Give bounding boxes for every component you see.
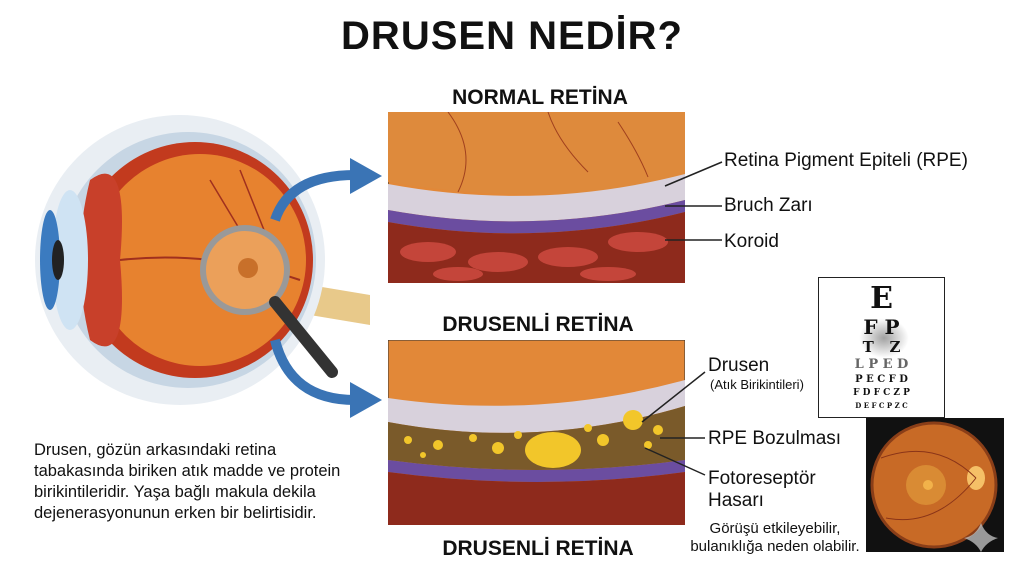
drusen-retina-heading-bottom: DRUSENLİ RETİNA <box>442 537 634 560</box>
eye-chart-row: F D F C Z P <box>853 388 910 398</box>
eye-chart-row: L P E D <box>854 357 909 372</box>
drusen-retina-heading: DRUSENLİ RETİNA <box>442 313 634 336</box>
normal-retina-panel <box>388 112 685 283</box>
eye-chart-row: E <box>870 281 893 316</box>
label-leader-lines <box>664 161 723 241</box>
label-koroid: Koroid <box>724 231 779 252</box>
label-drusen: Drusen <box>708 355 770 376</box>
label-rpe: Retina Pigment Epiteli (RPE) <box>724 150 968 171</box>
eye-chart-row: F P <box>863 315 900 339</box>
eye-chart-row: D E F C P Z C <box>855 401 908 410</box>
eye-chart: E F P T Z L P E D P E C F D F D F C Z P … <box>818 277 945 418</box>
eye-chart-row: P E C F D <box>855 374 908 385</box>
description-text: Drusen, gözün arkasındaki retina tabakas… <box>34 441 341 522</box>
label-photoreceptor-1: Fotoreseptör <box>708 468 816 489</box>
note-line-2: bulanıklığa neden olabilir. <box>690 538 860 555</box>
sparkle-icon <box>964 523 998 552</box>
label-bruch: Bruch Zarı <box>724 195 813 216</box>
normal-retina-heading: NORMAL RETİNA <box>452 86 628 109</box>
drusen-retina-panel <box>388 340 685 525</box>
blur-spot <box>859 318 909 358</box>
label-rpe-degradation: RPE Bozulması <box>708 428 842 449</box>
eye-chart-row: T Z <box>862 338 901 356</box>
fundus-photo <box>866 418 1004 552</box>
note-line-1: Görüşü etkileyebilir, <box>709 520 841 537</box>
eye-illustration <box>35 115 370 405</box>
label-drusen-sub: (Atık Birikintileri) <box>710 377 804 392</box>
arrow-to-normal <box>270 158 382 222</box>
vision-note: Görüşü etkileyebilir, bulanıklığa neden … <box>682 520 868 556</box>
page-title: DRUSEN NEDİR? <box>341 14 683 58</box>
drusen-leader-lines <box>641 371 706 476</box>
arrow-to-drusen <box>270 338 382 418</box>
label-photoreceptor-2: Hasarı <box>708 490 764 511</box>
